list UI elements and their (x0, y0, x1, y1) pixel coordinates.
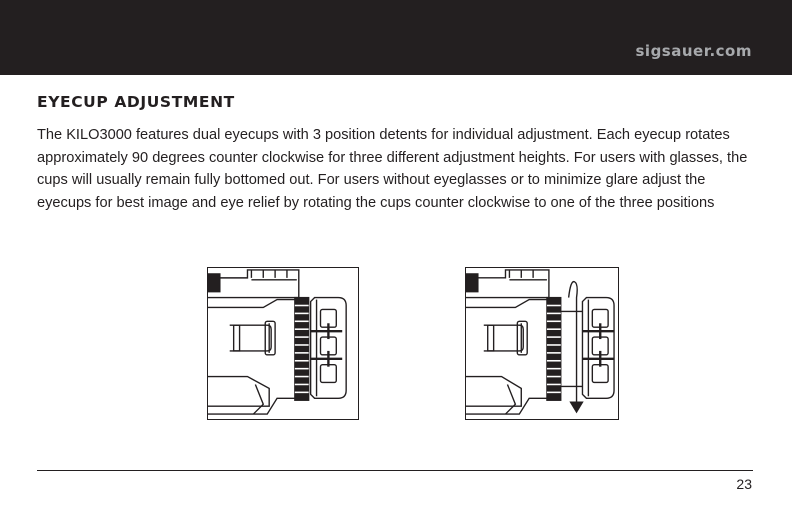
header-bar: sigsauer.com (0, 0, 792, 75)
body-paragraph: The KILO3000 features dual eyecups with … (37, 127, 748, 211)
section-title: EYECUP ADJUSTMENT (37, 93, 235, 111)
footer-divider (37, 470, 753, 471)
site-url: sigsauer.com (635, 42, 752, 60)
eyecup-extended-icon (466, 269, 615, 415)
eyecup-extended-figure (465, 267, 619, 420)
eyecup-retracted-icon (208, 269, 347, 415)
eyecup-retracted-figure (207, 267, 359, 420)
page-number: 23 (736, 476, 752, 492)
